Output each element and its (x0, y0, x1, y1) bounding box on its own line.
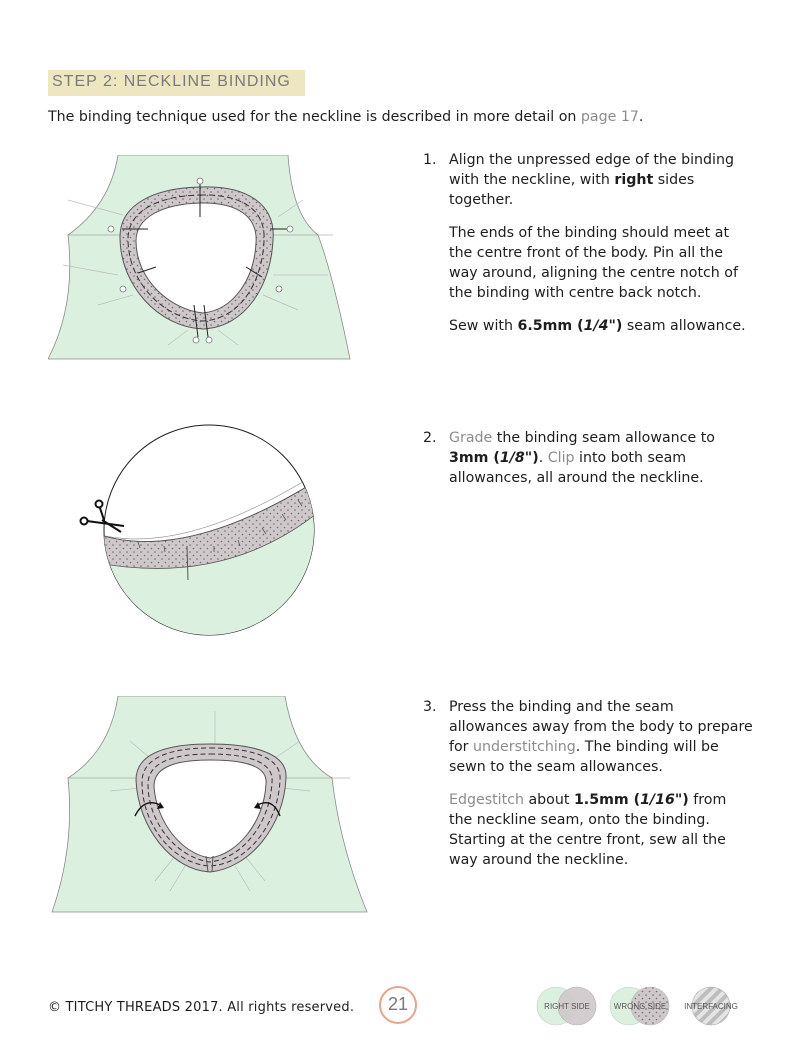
step-3-paragraph-2: Edgestitch about 1.5mm (1/16") from the … (449, 792, 727, 868)
figure-pin-binding (48, 155, 351, 360)
legend-label: RIGHT SIDE (544, 1002, 590, 1011)
section-title: STEP 2: NECKLINE BINDING (48, 70, 305, 96)
figure-grade-clip (79, 424, 315, 636)
legend-right-side: RIGHT SIDE (536, 986, 598, 1032)
legend-label: INTERFACING (684, 1002, 738, 1011)
step-3: 3. Press the binding and the seam allowa… (423, 697, 753, 883)
intro-text: The binding technique used for the neckl… (48, 109, 581, 125)
step-2-paragraph-1: Grade the binding seam allowance to 3mm … (449, 430, 715, 486)
step-1: 1. Align the unpressed edge of the bindi… (423, 150, 753, 349)
legend-wrong-side: WRONG SIDE (609, 986, 671, 1032)
step-1-paragraph-1: Align the unpressed edge of the binding … (449, 152, 734, 208)
legend-label: WRONG SIDE (613, 1002, 667, 1011)
scissors-icon (79, 499, 125, 533)
step-number: 1. (423, 152, 437, 168)
page-link[interactable]: page 17 (580, 109, 639, 125)
page-number: 21 (379, 986, 417, 1024)
figure-understitch (51, 696, 368, 913)
intro-paragraph: The binding technique used for the neckl… (48, 107, 643, 127)
copyright: © TITCHY THREADS 2017. All rights reserv… (48, 1000, 355, 1015)
step-number: 3. (423, 699, 437, 715)
step-number: 2. (423, 430, 437, 446)
legend-interfacing: INTERFACING (682, 986, 744, 1032)
step-3-paragraph-1: Press the binding and the seam allowance… (449, 699, 753, 775)
step-1-paragraph-3: Sew with 6.5mm (1/4") seam allowance. (449, 318, 746, 334)
step-2: 2. Grade the binding seam allowance to 3… (423, 428, 753, 501)
intro-end: . (638, 109, 644, 125)
step-1-paragraph-2: The ends of the binding should meet at t… (449, 225, 738, 301)
